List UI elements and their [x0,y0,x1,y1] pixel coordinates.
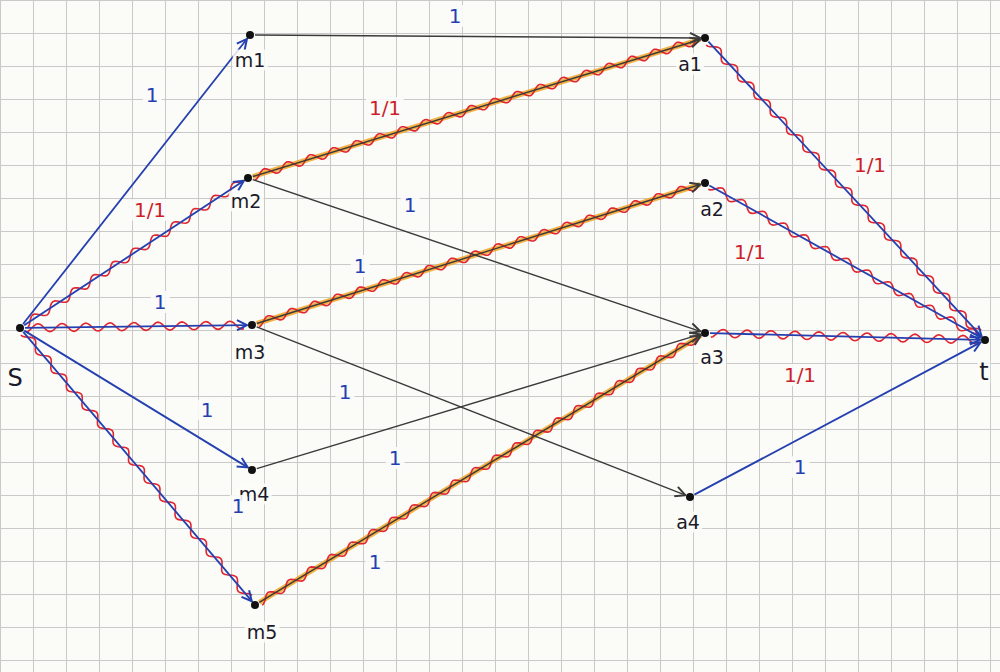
capacity-label: 1 [386,447,405,469]
node-label-box: a4 [674,512,702,533]
capacity-label: 1 [401,194,420,216]
flow-edge [253,39,700,176]
capacity-label: 1/1 [781,364,819,386]
capacity-label: 1/1 [731,241,769,263]
node-label-box: m1 [233,50,268,71]
node-dot [686,493,694,501]
node-name: a3 [700,346,724,368]
capacity-label: 1 [366,551,385,573]
node-label-box: a3 [698,347,726,368]
node-name: S [7,364,22,392]
node-dot [701,34,709,42]
node-dot [244,174,252,182]
node-dot [248,466,256,474]
capacity-label: 1 [198,399,217,421]
flow-edge [709,185,980,337]
capacity-label: 1 [151,291,170,313]
node-label-box: S [5,365,24,391]
node-dot [701,179,709,187]
node-dot [246,31,254,39]
flow-edge [257,334,700,468]
matching-highlight [257,184,700,323]
flow-edge [710,333,980,340]
node-label-box: a1 [676,54,704,75]
capacity-label: 1 [446,5,465,27]
node-label-box: a2 [698,199,726,220]
node-dot [701,329,709,337]
node-name: m3 [235,341,266,363]
capacity-label: 1 [351,255,370,277]
node-name: m1 [235,49,266,71]
node-name: a2 [700,198,724,220]
flow-edge [708,42,981,337]
flow-edge [25,325,247,328]
node-dot [981,336,989,344]
flow-edge [257,327,686,495]
flow-edge [255,35,700,38]
node-name: a4 [676,511,700,533]
flow-edge [23,39,247,324]
capacity-label: 1 [791,456,810,478]
capacity-label: 1/1 [366,97,404,119]
node-label-box: m2 [229,191,264,212]
capacity-label: 1 [143,84,162,106]
capacity-label: 1/1 [131,199,169,221]
flow-edge [24,331,247,468]
node-dot [248,321,256,329]
node-name: a1 [678,53,702,75]
node-name: m2 [231,190,262,212]
node-name: t [979,358,988,386]
flow-edge [259,336,700,603]
highlight-layer [21,39,981,605]
flow-edge [23,332,252,601]
node-label-box: t [977,359,990,385]
capacity-label: 1 [336,381,355,403]
flow-edge [694,342,980,494]
capacity-label: 1 [229,495,248,517]
node-label-box: m3 [233,342,268,363]
flow-edge [24,181,244,326]
matching-highlight [253,39,700,176]
capacity-label: 1/1 [851,154,889,176]
node-dot [251,601,259,609]
flow-edge [253,180,701,332]
matching-highlight [259,336,700,603]
node-label-box: m5 [245,622,280,643]
node-dot [16,324,24,332]
flow-edge [257,184,700,323]
node-name: m5 [247,621,278,643]
